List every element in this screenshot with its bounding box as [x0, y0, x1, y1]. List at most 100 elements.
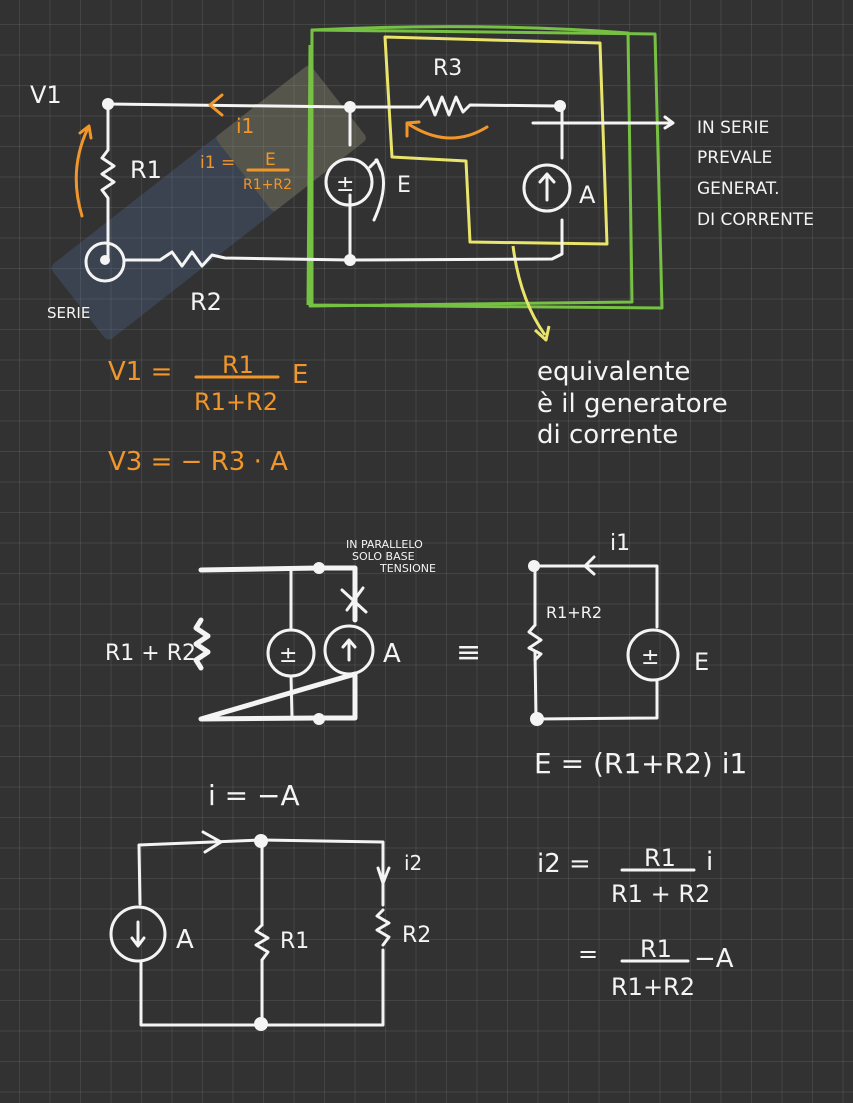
voltage-source-e: [626, 628, 680, 682]
i1-arrow: [208, 93, 224, 117]
r3-label: R3: [433, 56, 462, 81]
label: IN SERIE: [697, 118, 769, 138]
stroke: [527, 623, 543, 662]
stroke: [100, 255, 110, 265]
voltage-source: [266, 628, 316, 678]
label: IN PARALLELO: [346, 538, 423, 551]
stroke: [341, 638, 357, 662]
label: TENSIONE: [379, 562, 436, 575]
e-label: E: [694, 648, 709, 676]
stroke: [198, 565, 358, 722]
stroke: [533, 325, 551, 342]
i2-eq-num: R1: [644, 844, 676, 872]
stroke: [583, 555, 596, 576]
stroke: [254, 923, 270, 962]
plus-minus-icon: ±: [336, 172, 354, 197]
equivalence-symbol: ≡: [456, 635, 481, 670]
serie-node: [84, 241, 126, 283]
parallel-note: IN PARALLELO SOLO BASE TENSIONE: [346, 538, 436, 575]
eq2-lhs: =: [578, 940, 598, 968]
stroke: [313, 562, 325, 574]
stroke: [368, 158, 386, 222]
stroke: [532, 564, 659, 721]
i1-label: i1: [610, 531, 630, 556]
eq2-den: R1+R2: [611, 973, 695, 1001]
circuit-4: i = −A A R1 R2 i2: [109, 779, 431, 1031]
label: equivalente: [537, 357, 690, 387]
i1-formula-num: E: [265, 150, 276, 170]
label: di corrente: [537, 420, 678, 450]
stroke: [344, 101, 356, 113]
serie-label: SERIE: [47, 304, 90, 322]
watermark: [51, 65, 367, 340]
circuit-2: R1 + R2 ± A ≡ IN PARALLELO SOLO BASE TEN…: [105, 538, 481, 725]
circuit-3: i1 R1+R2 ± E E = (R1+R2) i1: [527, 531, 747, 780]
i2-eq-lhs: i2 =: [537, 849, 591, 879]
stroke: [538, 172, 556, 202]
label: SOLO BASE: [352, 550, 415, 563]
v1-label: V1: [30, 81, 62, 109]
voltage-source-e: [324, 157, 374, 207]
v3-eq: V3 = − R3 · A: [108, 447, 288, 477]
resistor-r3: [408, 95, 560, 117]
current-source-a: [109, 905, 167, 963]
e-equation: E = (R1+R2) i1: [534, 747, 747, 780]
label: ±: [641, 645, 659, 670]
v1-eq-tail: E: [292, 360, 308, 390]
i-equals-minus-a: i = −A: [208, 779, 300, 812]
v1-arrow: [74, 124, 93, 218]
stroke: [201, 830, 223, 854]
stroke: [254, 834, 268, 848]
stroke: [376, 866, 391, 885]
stroke: [313, 713, 325, 725]
i1-label: i1: [236, 114, 254, 138]
yellow-arrow: [511, 245, 547, 336]
stroke: [106, 102, 422, 109]
resistor-r1: [100, 148, 116, 260]
green-box: [306, 25, 634, 308]
v1-eq-num: R1: [222, 351, 254, 379]
yellow-box: [383, 35, 609, 246]
label: è il generatore: [537, 389, 728, 419]
stroke: [554, 100, 566, 112]
v1-eq-lhs: V1 =: [108, 357, 172, 387]
stroke: [375, 908, 391, 947]
stroke: [528, 560, 540, 572]
label: PREVALE: [697, 148, 772, 168]
r1-plus-r2-label: R1 + R2: [105, 641, 196, 666]
i1-formula-lhs: i1 =: [200, 153, 235, 173]
a-label: A: [579, 181, 596, 209]
stroke: [254, 1017, 268, 1031]
label: DI CORRENTE: [697, 210, 814, 230]
v1-eq-den: R1+R2: [194, 388, 278, 416]
current-source: [323, 624, 375, 676]
cross-mark-icon: [340, 586, 368, 614]
a-label: A: [176, 925, 194, 955]
circuit-1: V1 R1 R2 R3 ± E A SERIE i1 i1 = E R1+R2 …: [30, 25, 814, 450]
current-source-a: [522, 163, 572, 213]
stroke: [130, 920, 146, 948]
r2-label: R2: [190, 288, 222, 316]
voltage-equations: V1 = R1 R1+R2 E V3 = − R3 · A: [108, 351, 308, 477]
stroke: [216, 65, 367, 211]
i2-eq-den: R1 + R2: [611, 880, 710, 908]
r1-label: R1: [280, 929, 309, 954]
label: ±: [279, 643, 297, 668]
r1-label: R1: [130, 156, 162, 184]
v3-arrow: [405, 120, 489, 140]
stroke: [289, 567, 294, 719]
stroke: [344, 254, 356, 266]
eq2-tail: −A: [694, 944, 734, 974]
i1-formula-den: R1+R2: [243, 177, 292, 193]
stroke: [51, 66, 366, 340]
r1-plus-r2-label: R1+R2: [546, 603, 602, 622]
equivalent-note: equivalente è il generatore di corrente: [537, 357, 728, 450]
stroke: [310, 28, 664, 310]
eq2-num: R1: [640, 935, 672, 963]
i2-label: i2: [404, 851, 422, 875]
resistor-r2: [123, 218, 564, 268]
stroke: [193, 617, 211, 671]
r2-label: R2: [402, 923, 431, 948]
